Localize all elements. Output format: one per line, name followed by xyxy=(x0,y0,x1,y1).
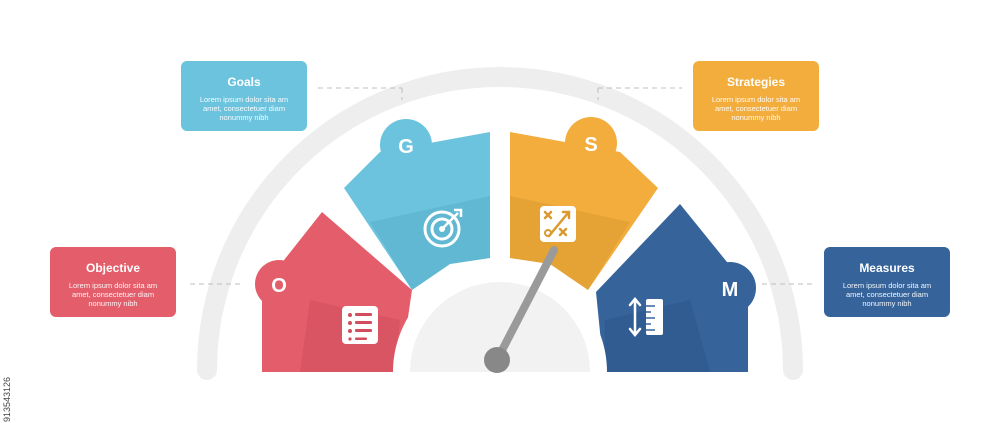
target-icon xyxy=(423,208,463,248)
strategies-title: Strategies xyxy=(726,75,786,89)
measures-title: Measures xyxy=(859,261,915,275)
letter-goals: G xyxy=(398,136,414,158)
letter-measures: M xyxy=(722,279,739,301)
connector-lines xyxy=(190,87,812,285)
outer-arc xyxy=(197,67,803,380)
letter-objective: O xyxy=(271,275,287,297)
inner-dial xyxy=(410,282,590,372)
strategy-icon xyxy=(540,206,576,242)
letter-strategies: S xyxy=(584,134,597,156)
goals-title: Goals xyxy=(227,75,261,89)
measures-text: Lorem ipsum dolor sita am amet, consecte… xyxy=(842,281,932,308)
list-icon xyxy=(342,306,378,344)
stock-id-watermark: 913543126 xyxy=(2,376,12,422)
objective-box: Objective Lorem ipsum dolor sita am amet… xyxy=(50,247,176,317)
strategies-text: Lorem ipsum dolor sita am amet, consecte… xyxy=(711,95,801,122)
strategies-box: Strategies Lorem ipsum dolor sita am ame… xyxy=(693,61,819,131)
objective-title: Objective xyxy=(85,261,141,275)
measures-box: Measures Lorem ipsum dolor sita am amet,… xyxy=(824,247,950,317)
gauge-needle xyxy=(484,246,558,373)
ruler-icon xyxy=(628,297,663,337)
goals-box: Goals Lorem ipsum dolor sita am amet, co… xyxy=(181,61,307,131)
objective-text: Lorem ipsum dolor sita am amet, consecte… xyxy=(68,281,158,308)
goals-text: Lorem ipsum dolor sita am amet, consecte… xyxy=(199,95,289,122)
